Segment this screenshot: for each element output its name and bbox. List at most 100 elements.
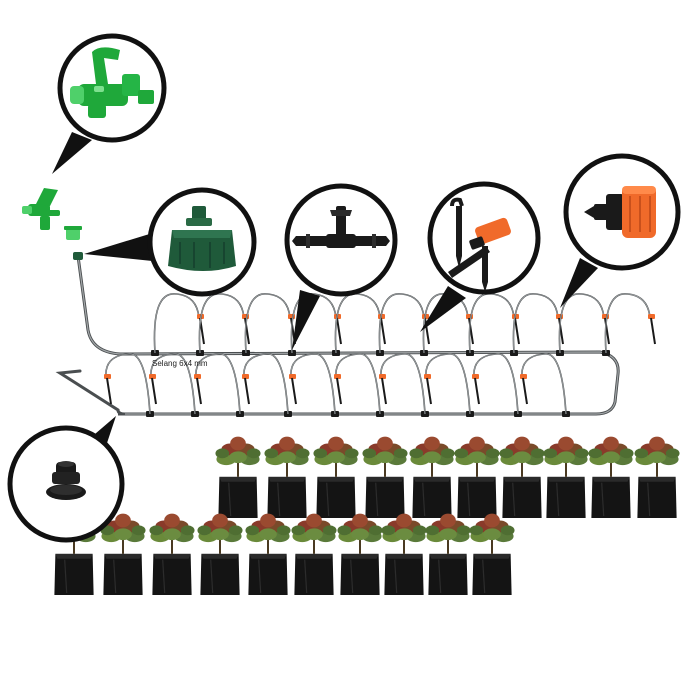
leaf (306, 513, 322, 528)
emitter (520, 353, 570, 417)
leaf (603, 436, 619, 451)
potted-plant (634, 436, 680, 518)
dripper-head (424, 374, 431, 379)
stake (291, 377, 297, 405)
leaf (260, 513, 276, 528)
potted-plant (588, 436, 634, 518)
dripper-head (520, 374, 527, 379)
stake (106, 377, 112, 405)
pot-bag (637, 476, 677, 518)
pot-bag (384, 553, 424, 595)
potted-plant (409, 436, 455, 518)
dripper-icon (584, 186, 656, 238)
leaf (557, 451, 575, 464)
leaf (211, 528, 229, 541)
dripper-head (472, 374, 479, 379)
emitter (510, 293, 564, 356)
leaf (212, 513, 228, 528)
leaf (484, 513, 500, 528)
stake (381, 377, 387, 405)
pot-bag (546, 476, 586, 518)
callout-adjustable-dripper (560, 153, 681, 308)
potted-plant (313, 436, 359, 518)
leaf (543, 448, 558, 459)
potted-plant (197, 513, 243, 595)
callout-tee-connector (284, 183, 398, 350)
leaf (469, 436, 485, 451)
pot-bag (457, 476, 497, 518)
potted-plant (499, 436, 545, 518)
leaf (500, 525, 515, 536)
adapter-icon (168, 206, 236, 271)
faucet-icon (70, 47, 154, 118)
pot-bag (365, 476, 405, 518)
potted-plant (264, 436, 310, 518)
pot-bag (591, 476, 631, 518)
pot-bag (340, 553, 380, 595)
stake-dripper-icon (448, 197, 511, 292)
emitter (242, 353, 292, 417)
leaf (439, 528, 457, 541)
leaf (362, 448, 377, 459)
potted-plant (245, 513, 291, 595)
faucet-small (22, 188, 83, 260)
leaf (131, 525, 146, 536)
leaf (665, 448, 680, 459)
pot-bag (54, 553, 94, 595)
stake (522, 377, 528, 405)
potted-plant (291, 513, 337, 595)
callout-end-plug (7, 416, 125, 543)
emitter (194, 353, 244, 417)
leaf (558, 436, 574, 451)
leaf (351, 528, 369, 541)
leaf (163, 528, 181, 541)
pot-bag (103, 553, 143, 595)
stake (514, 317, 520, 345)
front-pot-row (51, 513, 515, 595)
leaf (468, 451, 486, 464)
leaf (149, 525, 164, 536)
emitter (289, 353, 339, 417)
micro-tube (558, 293, 605, 354)
tee-connector-icon (292, 206, 390, 248)
micro-tube (378, 293, 425, 354)
micro-tube (290, 353, 336, 415)
leaf (634, 448, 649, 459)
leaf (305, 528, 323, 541)
potted-plant (425, 513, 471, 595)
micro-tube (425, 353, 471, 415)
pot-bag (428, 553, 468, 595)
stake (244, 377, 250, 405)
leaf (440, 513, 456, 528)
leaf (352, 513, 368, 528)
stake (426, 377, 432, 405)
emitter (602, 293, 656, 356)
leaf (259, 528, 277, 541)
micro-tube (243, 353, 289, 415)
potted-plant (149, 513, 195, 595)
leaf (377, 436, 393, 451)
leaf (180, 525, 195, 536)
leaf (295, 448, 310, 459)
emitter (242, 293, 296, 356)
emitter (424, 353, 474, 417)
leaf (279, 436, 295, 451)
leaf (337, 525, 352, 536)
leaf (291, 525, 306, 536)
leaf (313, 448, 328, 459)
leaf (412, 525, 427, 536)
potted-plant (381, 513, 427, 595)
micro-tube (153, 293, 200, 354)
dripper-head (104, 374, 111, 379)
leaf (215, 448, 230, 459)
leaf (115, 513, 131, 528)
leaf (485, 448, 500, 459)
micro-tube (604, 293, 651, 354)
leaf (602, 451, 620, 464)
leaf (381, 525, 396, 536)
leaf (454, 448, 469, 459)
leaf (376, 451, 394, 464)
leaf (264, 448, 279, 459)
dripper-head (194, 374, 201, 379)
stake (151, 377, 157, 405)
